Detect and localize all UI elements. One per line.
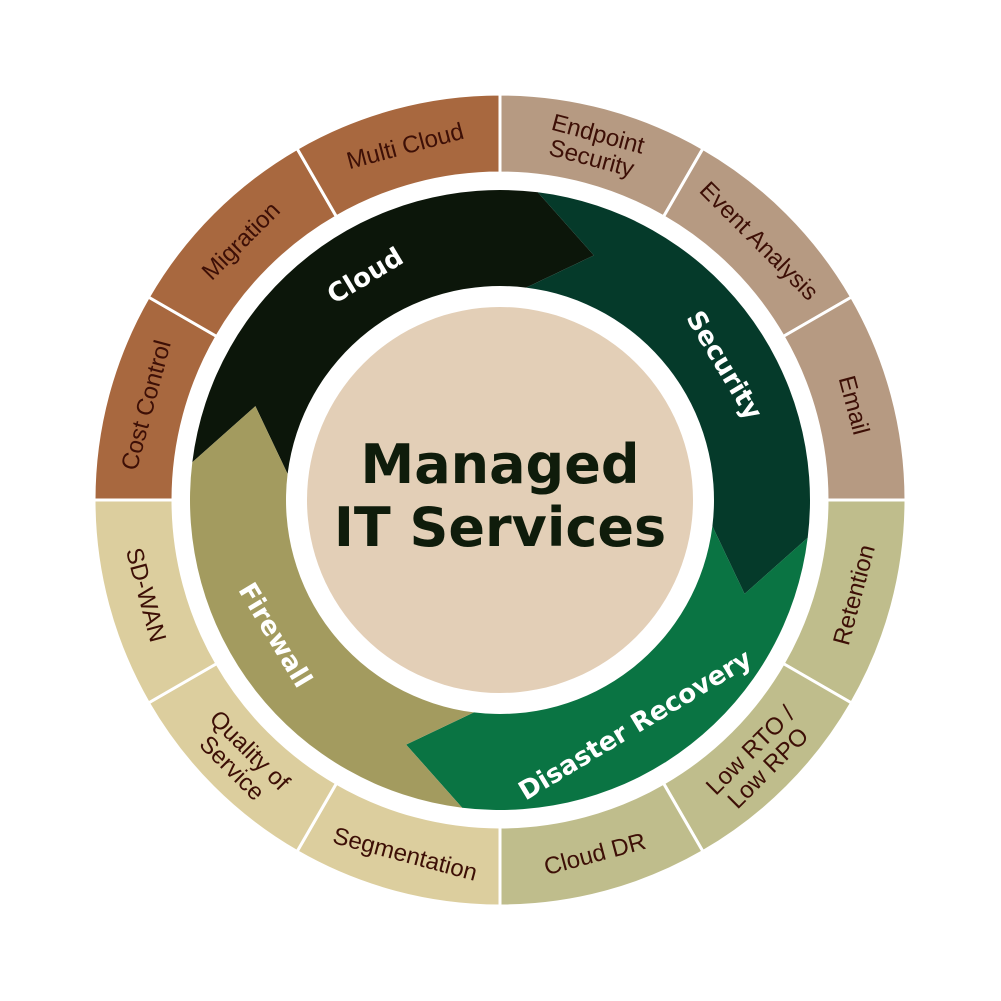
segment-sd-wan [92,498,219,706]
center-title-line-1: Managed [361,433,640,496]
arc-firewall [189,406,474,808]
arc-disaster-recovery [406,526,808,811]
arc-cloud [192,189,594,474]
arc-security [526,192,811,594]
center-disc [307,307,693,693]
center-title-line-2: IT Services [334,496,666,559]
